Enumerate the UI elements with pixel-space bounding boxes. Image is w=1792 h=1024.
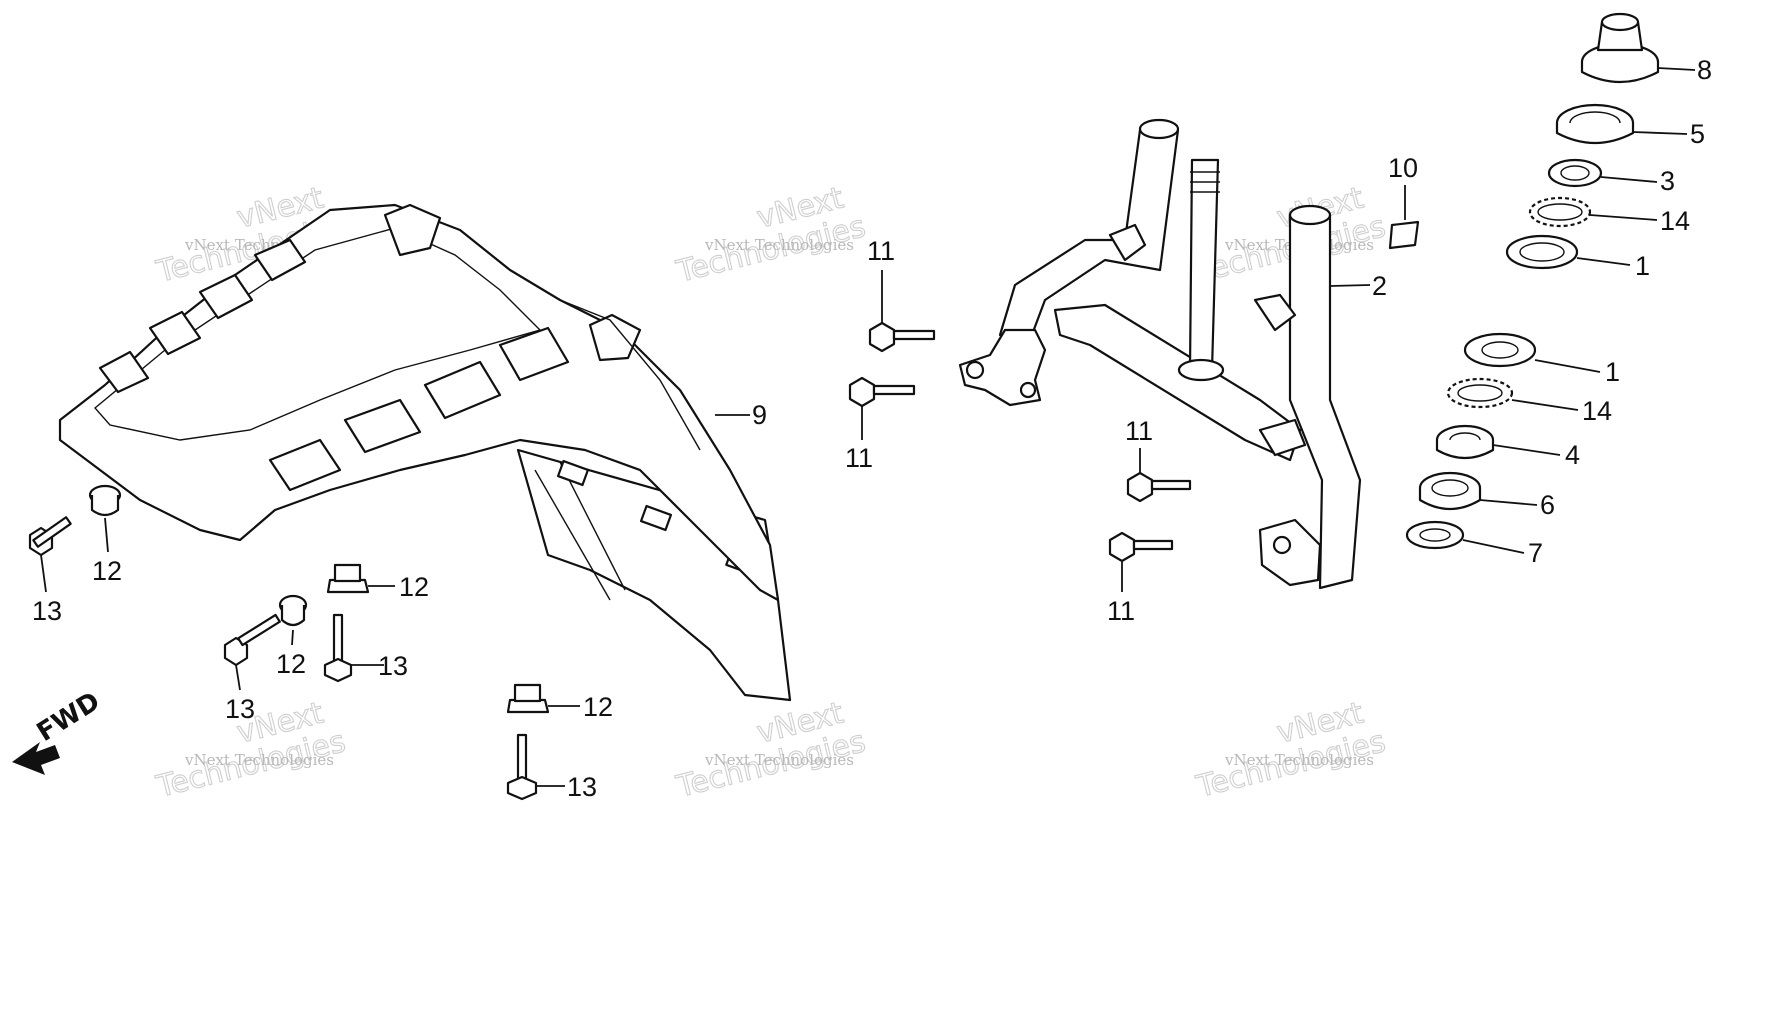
svg-text:vNext Technologies: vNext Technologies [184,751,334,769]
callout-2: 2 [1372,271,1387,301]
callout-12: 12 [399,572,429,602]
fwd-label: FWD [32,686,106,747]
bearing-stack [1405,12,1660,550]
nut-12 [506,683,550,714]
bolt-11 [1108,531,1174,563]
callout-4: 4 [1565,440,1580,470]
callout-9: 9 [752,400,767,430]
bolt-13 [323,613,353,683]
watermark: vNext Technologies vNext Technologies [672,180,870,291]
fwd-indicator: FWD [12,686,105,775]
front-frame [958,118,1362,590]
callout-13: 13 [225,694,255,724]
bolt-11 [1126,471,1192,503]
bolt-13 [223,613,281,667]
bolt-13 [28,516,72,557]
callout-7: 7 [1528,538,1543,568]
callout-10: 10 [1388,153,1418,183]
callout-1: 1 [1635,251,1650,281]
front-fender [58,203,792,702]
bolt-11 [848,376,916,408]
bolt-13 [506,733,538,801]
collar-12 [88,484,122,517]
callout-13: 13 [378,651,408,681]
forward-arrow-icon [12,742,60,775]
nut-12 [326,563,370,594]
collar-12 [278,594,308,627]
callout-11: 11 [845,443,873,473]
callout-6: 6 [1540,490,1555,520]
leader-lines [40,67,1696,787]
watermark: vNext Technologies vNext Technologies [1192,695,1390,806]
callout-14: 14 [1660,206,1690,236]
callout-8: 8 [1697,55,1712,85]
watermark: vNext Technologies vNext Technologies [672,695,870,806]
callout-13: 13 [567,772,597,802]
callout-12: 12 [276,649,306,679]
callout-11: 11 [1107,596,1135,626]
svg-text:vNext Technologies: vNext Technologies [1224,751,1374,769]
callout-labels: 8 5 3 14 1 1 14 4 6 7 10 2 9 11 11 11 11… [32,55,1712,802]
callout-12: 12 [92,556,122,586]
callout-11: 11 [867,236,895,266]
callout-11: 11 [1125,416,1153,446]
label-10 [1388,220,1420,250]
callout-13: 13 [32,596,62,626]
callout-3: 3 [1660,166,1675,196]
svg-text:vNext Technologies: vNext Technologies [704,236,854,254]
callout-12: 12 [583,692,613,722]
callout-5: 5 [1690,119,1705,149]
bolt-11 [868,321,936,353]
callout-1: 1 [1605,357,1620,387]
svg-text:vNext Technologies: vNext Technologies [704,751,854,769]
callout-14: 14 [1582,396,1612,426]
